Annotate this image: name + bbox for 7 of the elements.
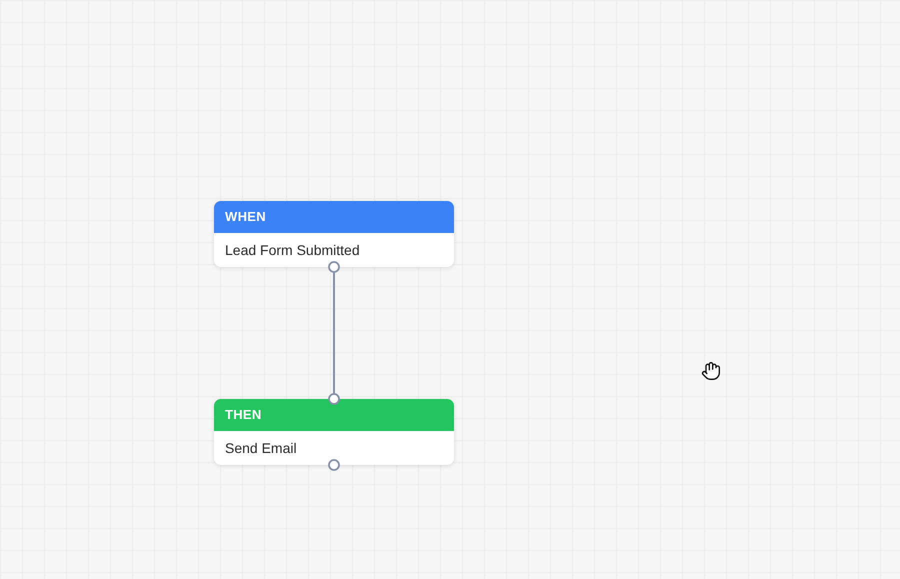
card-header: WHEN bbox=[214, 201, 454, 233]
step-card bbox=[214, 399, 454, 465]
step-title: Lead Form Submitted bbox=[224, 240, 361, 260]
connector-line bbox=[328, 261, 340, 405]
step-card bbox=[214, 201, 454, 267]
step-title: Send Email bbox=[224, 438, 298, 458]
card-header: THEN bbox=[214, 399, 454, 431]
